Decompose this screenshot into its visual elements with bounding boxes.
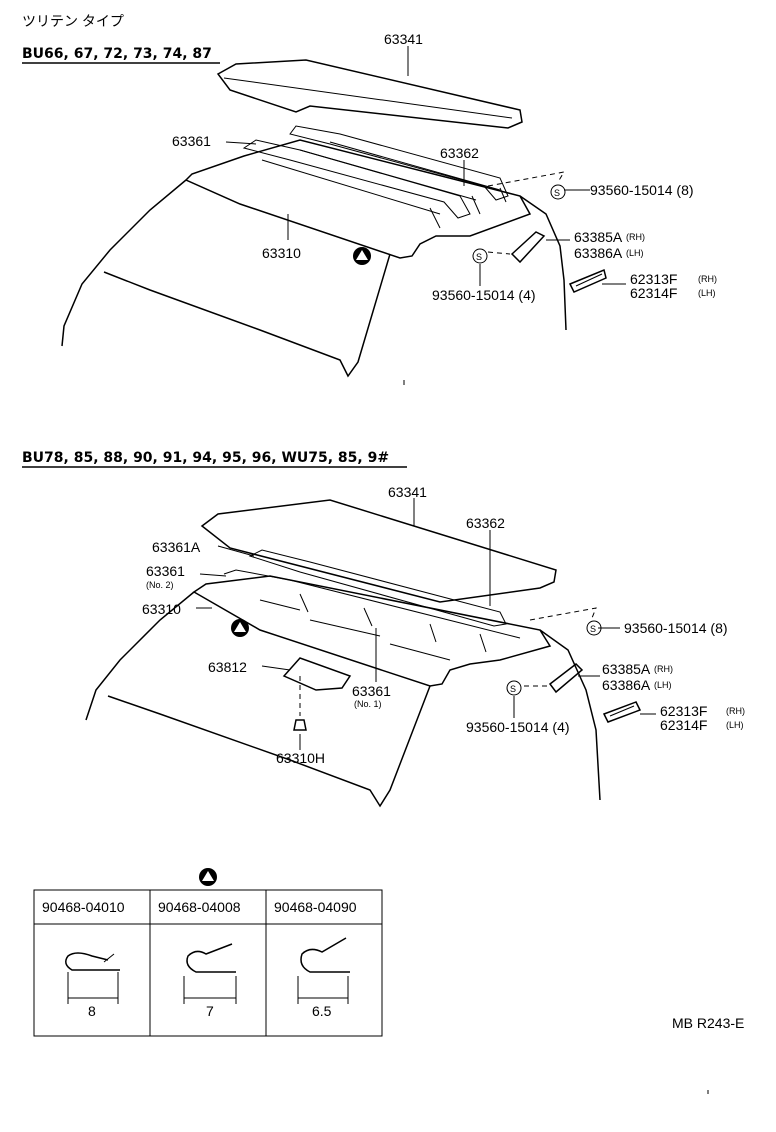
rail-63361	[242, 139, 471, 219]
body-outline-left	[61, 179, 187, 347]
label-63310h-g2: 63310H	[276, 750, 325, 766]
label-62313-g2: 62313F	[660, 703, 707, 719]
bracket-62313	[568, 268, 607, 293]
label-63385-g2: 63385A	[602, 661, 651, 677]
headliner-63310	[184, 139, 532, 259]
label-63361-no2-g2: 63361	[146, 563, 185, 579]
svg-text:(No. 2): (No. 2)	[146, 580, 174, 590]
screw-symbol-icon	[506, 680, 522, 696]
svg-text:(LH): (LH)	[698, 288, 716, 298]
label-63361-g1: 63361	[172, 133, 211, 149]
label-63310-g2: 63310	[142, 601, 181, 617]
svg-text:(LH): (LH)	[726, 720, 744, 730]
label-63386-g1: 63386A	[574, 245, 623, 261]
clip-shape-3	[300, 937, 350, 973]
label-screw-top-g2: 93560-15014 (8)	[624, 620, 728, 636]
label-63362-g1: 63362	[440, 145, 479, 161]
label-63361a-g2: 63361A	[152, 539, 201, 555]
clip-size-3: 6.5	[312, 1003, 332, 1019]
headliner-63310-g2	[192, 575, 552, 687]
label-screw-top-g1: 93560-15014 (8)	[590, 182, 694, 198]
stay-63385	[510, 231, 546, 264]
label-62314-g2: 62314F	[660, 717, 707, 733]
label-63341-g2: 63341	[388, 484, 427, 500]
clip-63310h	[293, 719, 307, 731]
group1-leaders	[225, 46, 626, 286]
roof-panel-63341	[216, 59, 523, 129]
group1-models: BU66, 67, 72, 73, 74, 87	[22, 46, 212, 62]
label-62314-g1: 62314F	[630, 285, 677, 301]
group2-leaders	[196, 498, 656, 750]
roof-panel-63341-g2	[200, 499, 557, 603]
group1-drawing	[61, 59, 607, 385]
footer-code: MB R243-E	[672, 1015, 744, 1031]
label-63310-g1: 63310	[262, 245, 301, 261]
svg-text:S: S	[554, 188, 560, 198]
stay-63385-g2	[548, 663, 584, 694]
svg-text:(RH): (RH)	[698, 274, 717, 284]
body-outline-left-g2	[85, 591, 195, 721]
clip-header-2: 90468-04090	[274, 899, 357, 915]
svg-text:(LH): (LH)	[626, 248, 644, 258]
svg-text:(No. 1): (No. 1)	[354, 699, 382, 709]
label-63361-no1-g2: 63361	[352, 683, 391, 699]
group2-drawing	[85, 499, 642, 808]
rail-63361a	[248, 549, 507, 627]
label-screw-bottom-g1: 93560-15014 (4)	[432, 287, 536, 303]
svg-text:S: S	[510, 684, 516, 694]
clip-table: 90468-04010 90468-04008 90468-04090 8 7 …	[33, 868, 383, 1037]
label-screw-bottom-g2: 93560-15014 (4)	[466, 719, 570, 735]
clip-shape-2	[186, 943, 236, 973]
windshield-outline-g2	[107, 685, 431, 808]
label-63386-g2: 63386A	[602, 677, 651, 693]
bracket-62313-g2	[602, 701, 642, 723]
svg-text:(RH): (RH)	[654, 664, 673, 674]
clip-header-1: 90468-04008	[158, 899, 241, 915]
label-63341-g1: 63341	[384, 31, 423, 47]
body-outline-right-g2	[539, 629, 601, 801]
screw-symbol-icon	[472, 248, 488, 264]
type-label: ツリテン タイプ	[22, 13, 124, 29]
label-62313-g1: 62313F	[630, 271, 677, 287]
label-63812-g2: 63812	[208, 659, 247, 675]
rail-63362	[289, 125, 509, 201]
clip-size-1: 8	[88, 1003, 96, 1019]
svg-text:S: S	[590, 624, 596, 634]
group2-models: BU78, 85, 88, 90, 91, 94, 95, 96, WU75, …	[22, 450, 389, 466]
label-63362-g2: 63362	[466, 515, 505, 531]
svg-text:(RH): (RH)	[626, 232, 645, 242]
clip-header-0: 90468-04010	[42, 899, 125, 915]
body-outline-right	[519, 195, 567, 331]
svg-text:S: S	[476, 252, 482, 262]
svg-text:(RH): (RH)	[726, 706, 745, 716]
bracket-63812	[282, 657, 352, 691]
screw-symbol-icon	[586, 620, 602, 636]
clip-size-2: 7	[206, 1003, 214, 1019]
windshield-outline	[103, 253, 391, 378]
clip-shape-1	[65, 952, 120, 971]
label-63385-g1: 63385A	[574, 229, 623, 245]
screw-symbol-icon	[550, 184, 566, 200]
svg-text:(LH): (LH)	[654, 680, 672, 690]
